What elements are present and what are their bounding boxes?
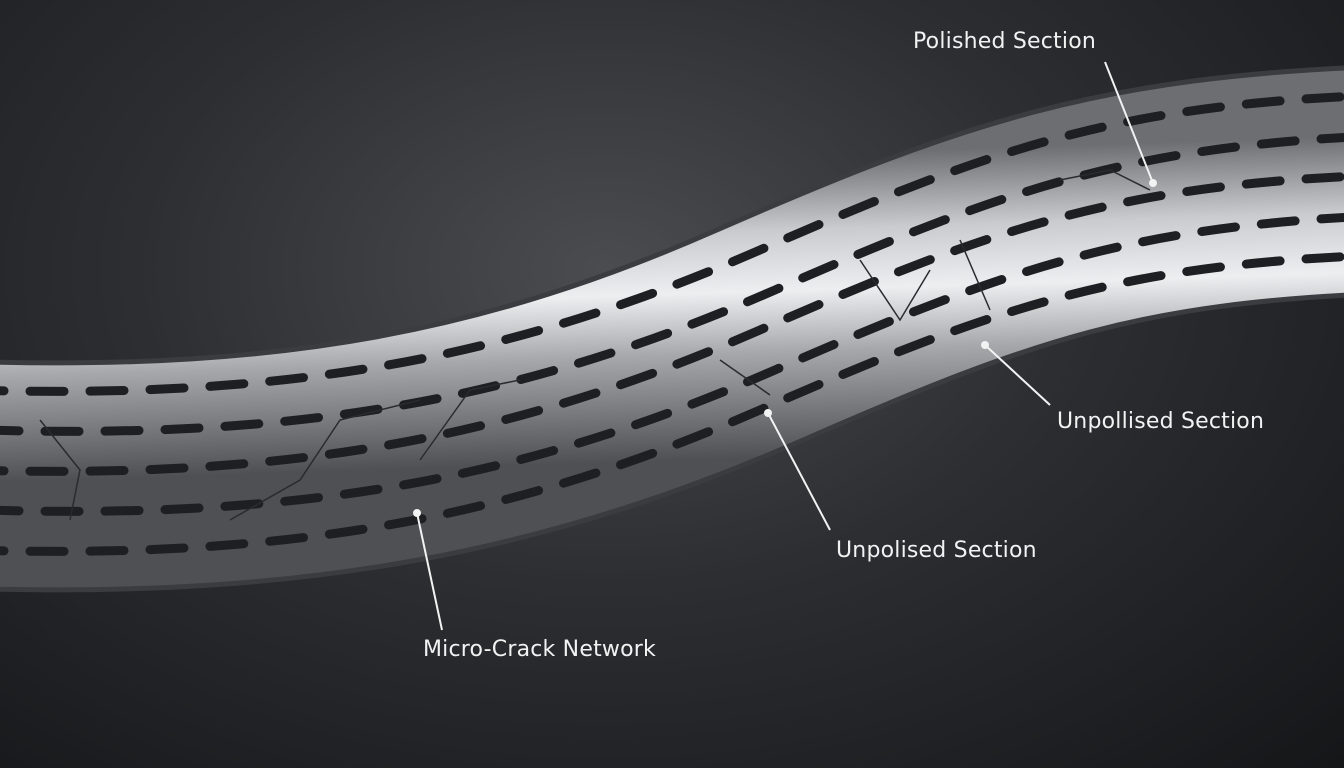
label-unpolised-section: Unpolised Section — [836, 538, 1037, 563]
label-unpollised-section: Unpollised Section — [1057, 409, 1265, 434]
micro-cracks — [39, 169, 1151, 521]
stent-tube — [0, 95, 1344, 551]
label-micro-crack-network: Micro-Crack Network — [423, 637, 656, 662]
leader-lines — [413, 61, 1157, 631]
label-polished-section: Polished Section — [913, 29, 1097, 54]
